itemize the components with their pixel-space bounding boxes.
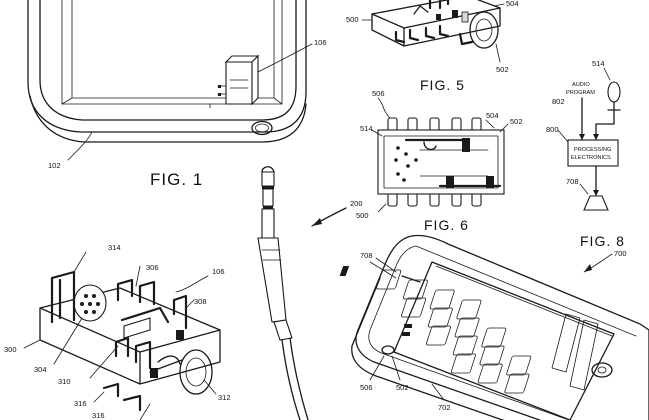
ref-312: 312: [218, 393, 231, 402]
processing-electronics-box: [568, 140, 618, 166]
ref-500-fig6: 500: [356, 211, 369, 220]
ref-802: 802: [552, 97, 565, 106]
ref-708-phone: 708: [360, 251, 373, 260]
ref-500-fig5: 500: [346, 15, 359, 24]
fig1-jack-module: [218, 56, 258, 104]
fig5-jack-module: 500 504 502 FIG. 5: [346, 0, 519, 93]
leader-106-fig3: [176, 276, 208, 292]
ref-304: 304: [34, 365, 47, 374]
ref-514-fig6: 514: [360, 124, 373, 133]
ref-316a: 316: [74, 399, 87, 408]
audio-program-label-1: AUDIO: [572, 82, 590, 88]
speaker-icon: [584, 196, 608, 210]
leader-102: [68, 132, 92, 160]
ref-708-fig8: 708: [566, 177, 579, 186]
ref-506-fig6: 506: [372, 89, 385, 98]
phone-perspective: 708 700 506 502 702: [340, 235, 649, 420]
fig8-block-diagram: 514 AUDIO PROGRAM 802 PROCESSING ELECTRO…: [546, 59, 625, 249]
fig5-caption: FIG. 5: [420, 77, 465, 93]
leader-106-fig1: [258, 44, 312, 72]
ref-502-fig6: 502: [510, 117, 523, 126]
ref-106-fig3: 106: [212, 267, 225, 276]
leader-506: [378, 98, 390, 118]
ref-800: 800: [546, 125, 559, 134]
ref-504-fig6: 504: [486, 111, 499, 120]
ref-306: 306: [146, 263, 159, 272]
ref-514-fig8: 514: [592, 59, 605, 68]
ref-102: 102: [48, 161, 61, 170]
ref-316b: 316: [92, 411, 105, 420]
phone-earpiece: [402, 276, 420, 282]
ref-504-fig5: 504: [506, 0, 519, 8]
ref-106-fig1: 106: [314, 38, 327, 47]
fig1-device-corner: 102 106 FIG. 1: [28, 0, 327, 189]
ref-502-phone: 502: [396, 383, 409, 392]
phone-jack-port: [382, 346, 394, 354]
microphone-icon: [608, 82, 620, 102]
ref-702: 702: [438, 403, 451, 412]
ref-308: 308: [194, 297, 207, 306]
fig1-caption: FIG. 1: [150, 170, 203, 189]
ref-700: 700: [614, 249, 627, 258]
ref-502-fig5: 502: [496, 65, 509, 74]
processing-label-2: ELECTRONICS: [571, 155, 611, 161]
fig3-exploded-jack: 314 306 106 308 300 304 310 312 316 316: [4, 243, 231, 420]
ref-314: 314: [108, 243, 121, 252]
ref-506-phone: 506: [360, 383, 373, 392]
fig8-caption: FIG. 8: [580, 233, 625, 249]
ref-310: 310: [58, 377, 71, 386]
audio-program-label-2: PROGRAM: [566, 90, 595, 96]
ref-200: 200: [350, 199, 363, 208]
ref-300: 300: [4, 345, 17, 354]
audio-plug: 200 500: [258, 167, 369, 420]
fig6-jack-section: 506 514 504 502 FIG. 6: [360, 89, 523, 233]
processing-label-1: PROCESSING: [574, 147, 611, 153]
fig6-caption: FIG. 6: [424, 217, 469, 233]
